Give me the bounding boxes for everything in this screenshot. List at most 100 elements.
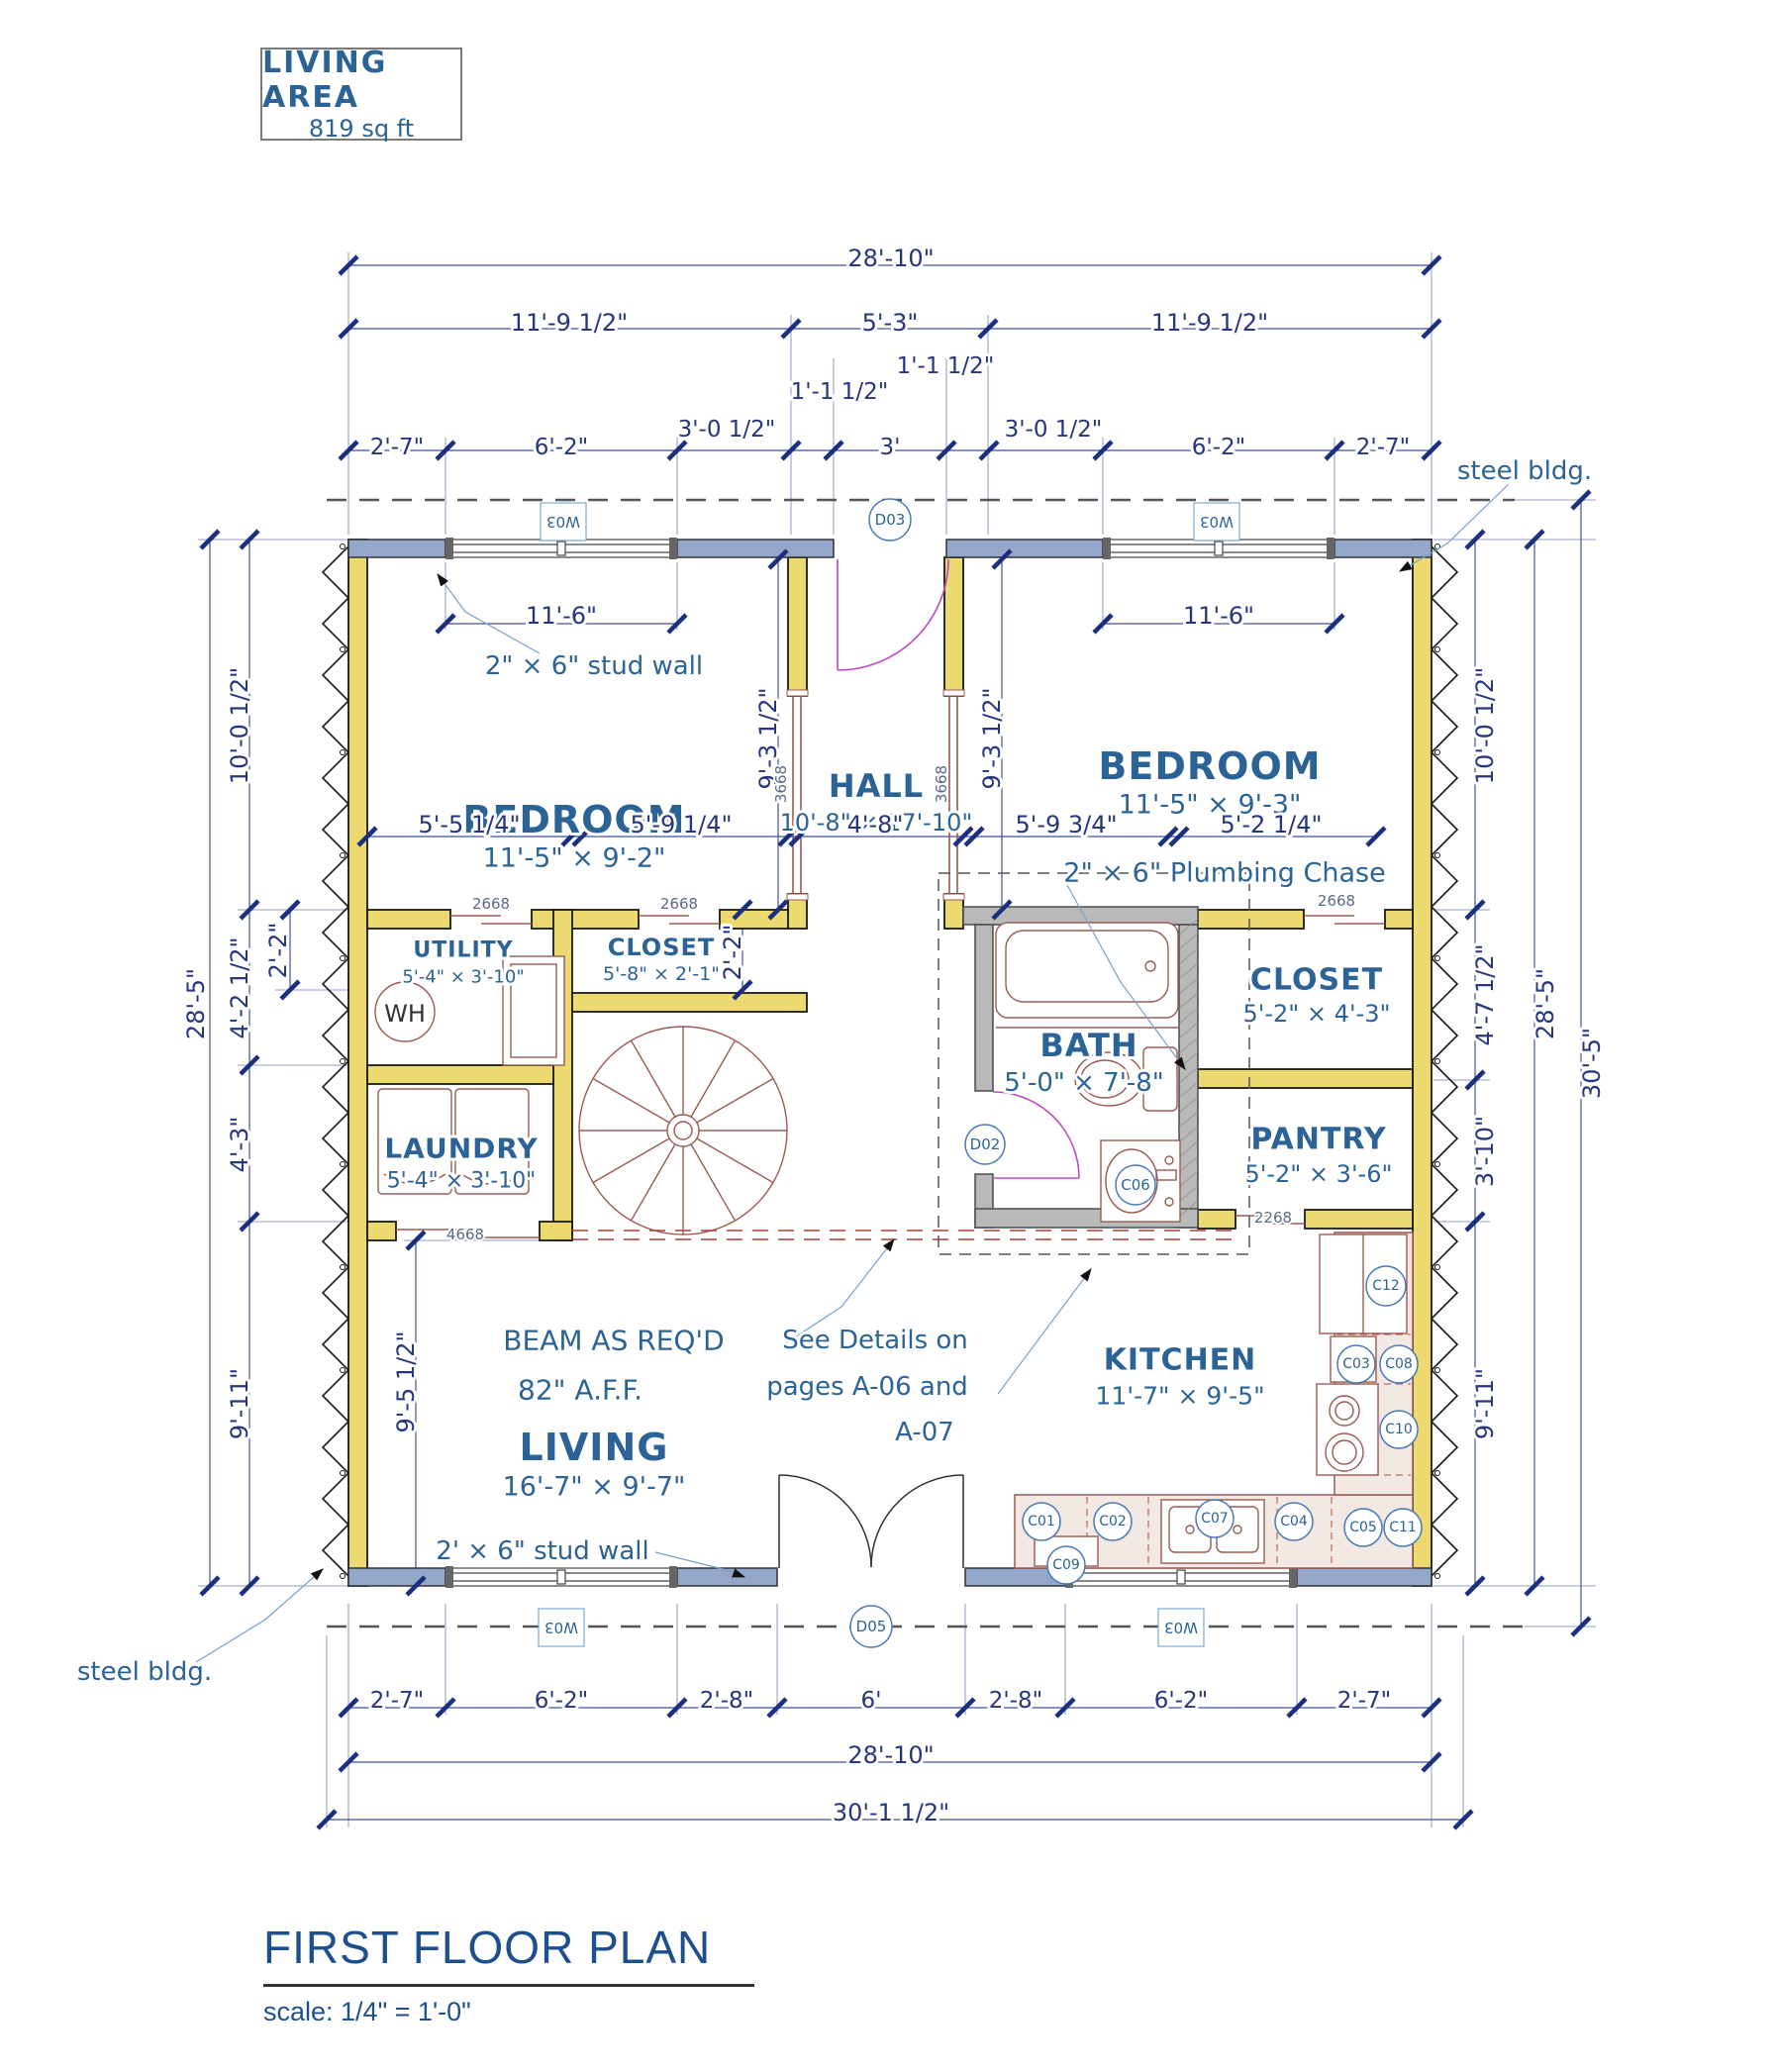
dim-bot-2-7-right: 2'-7" xyxy=(1337,1688,1391,1714)
steel-siding-zigzag xyxy=(321,543,1459,1579)
tag-w03-top-right: W03 xyxy=(1200,513,1234,531)
dim-2-2-left: 2'-2" xyxy=(264,923,292,979)
room-utility: UTILITY xyxy=(413,938,513,963)
room-pantry: PANTRY xyxy=(1250,1123,1386,1157)
dim-bot-overall: 28'-10" xyxy=(847,1741,934,1769)
dim-bot-6-2-left: 6'-2" xyxy=(535,1688,588,1714)
roomdim-closet-mid: 5'-8" × 2'-1" xyxy=(603,963,720,985)
note-steel-bldg-top: steel bldg. xyxy=(1457,456,1592,486)
note-details-line3: A-07 xyxy=(895,1418,954,1447)
note-plumbing-chase: 2" × 6" Plumbing Chase xyxy=(1063,858,1385,889)
tag-c06: C06 xyxy=(1121,1176,1150,1194)
dim-bot-6: 6' xyxy=(861,1688,882,1714)
room-closet-mid: CLOSET xyxy=(608,934,716,961)
tag-c01: C01 xyxy=(1028,1514,1055,1529)
note-details-line2: pages A-06 and xyxy=(766,1372,968,1402)
dim-bot-2-8-right: 2'-8" xyxy=(989,1688,1042,1714)
dim-9-11-right: 9'-11" xyxy=(1471,1368,1499,1439)
dim-10-0-right: 10'-0 1/2" xyxy=(1471,667,1499,784)
roomdim-kitchen: 11'-7" × 9'-5" xyxy=(1095,1382,1264,1411)
dim-11-6-left: 11'-6" xyxy=(526,602,597,630)
opening-2668-closet: 2668 xyxy=(660,895,698,913)
opening-2668-closet-right: 2668 xyxy=(1318,892,1355,910)
tag-d03: D03 xyxy=(875,511,906,529)
dim-10-0-left: 10'-0 1/2" xyxy=(226,667,253,784)
dim-4-2-left: 4'-2 1/2" xyxy=(226,937,253,1038)
dim-9-3-right: 9'-3 1/2" xyxy=(978,687,1006,789)
living-area-title: LIVING AREA xyxy=(262,46,388,115)
dim-4-7-right: 4'-7 1/2" xyxy=(1471,943,1499,1045)
dim-4-8: 4'-8" xyxy=(847,811,904,839)
dim-bot-2-7-left: 2'-7" xyxy=(370,1688,424,1714)
door-window-tags xyxy=(538,498,1423,1648)
tag-c04: C04 xyxy=(1280,1514,1308,1529)
roomdim-laundry: 5'-4" × 3'-10" xyxy=(387,1169,537,1194)
dim-top-11-9-left: 11'-9 1/2" xyxy=(511,309,628,337)
note-details-line1: See Details on xyxy=(782,1326,968,1355)
dim-bot-6-2-right: 6'-2" xyxy=(1154,1688,1208,1714)
dim-top-1-1-left: 1'-1 1/2" xyxy=(791,379,889,405)
dim-9-3-left: 9'-3 1/2" xyxy=(754,687,782,789)
dim-top-2-7-right: 2'-7" xyxy=(1356,435,1410,460)
note-beam-line1: BEAM AS REQ'D xyxy=(503,1325,724,1357)
plumbing-detail-boundary xyxy=(938,872,1250,1255)
dim-3-10-right: 3'-10" xyxy=(1471,1116,1499,1187)
tag-c11: C11 xyxy=(1389,1520,1417,1535)
steel-building-lines xyxy=(327,498,1525,1628)
note-steel-bldg-bottom: steel bldg. xyxy=(77,1657,212,1687)
opening-3668-right: 3668 xyxy=(933,765,950,803)
dim-2-2-closet: 2'-2" xyxy=(719,925,746,981)
dim-9-11-left: 9'-11" xyxy=(226,1368,253,1439)
dashed-overlays xyxy=(572,872,1250,1255)
dimension-lines xyxy=(209,264,1582,1821)
dim-5-2-quarter: 5'-2 1/4" xyxy=(1220,811,1322,839)
tag-c09: C09 xyxy=(1052,1557,1080,1573)
dim-4-3-left: 4'-3" xyxy=(226,1117,253,1173)
doors xyxy=(396,558,1385,1568)
roomdim-living: 16'-7" × 9'-7" xyxy=(503,1472,686,1503)
roomdim-bedroom-left: 11'-5" × 9'-2" xyxy=(483,843,666,874)
tag-w03-bottom-right: W03 xyxy=(1164,1619,1198,1636)
room-living: LIVING xyxy=(520,1426,669,1469)
note-beam-line2: 82" A.F.F. xyxy=(518,1374,642,1407)
dim-top-3-0-right: 3'-0 1/2" xyxy=(1005,417,1103,443)
tag-d05: D05 xyxy=(856,1618,887,1635)
dim-top-3-0-left: 3'-0 1/2" xyxy=(678,417,776,443)
dim-11-6-right: 11'-6" xyxy=(1183,602,1254,630)
dimension-ticks xyxy=(199,254,1592,1830)
tag-c05: C05 xyxy=(1349,1520,1377,1535)
labels-layer: 28'-10"11'-9 1/2"5'-3"11'-9 1/2"1'-1 1/2… xyxy=(74,242,1609,1829)
tag-c10: C10 xyxy=(1385,1422,1413,1437)
roomdim-bath: 5'-0" × 7'-8" xyxy=(1004,1068,1163,1098)
roomdim-bedroom-right: 11'-5" × 9'-3" xyxy=(1119,790,1302,821)
room-laundry: LAUNDRY xyxy=(384,1133,538,1165)
dim-top-5-3: 5'-3" xyxy=(862,309,919,337)
dim-top-6-2-right: 6'-2" xyxy=(1192,435,1245,460)
sheet-title: FIRST FLOOR PLAN xyxy=(263,1921,754,1987)
dim-5-9-three-quarter: 5'-9 3/4" xyxy=(1015,811,1117,839)
dim-top-2-7-left: 2'-7" xyxy=(370,435,424,460)
dim-top-overall: 28'-10" xyxy=(847,245,934,272)
tag-w03-top-left: W03 xyxy=(546,513,580,531)
leader-arrows xyxy=(195,483,1510,1663)
dim-bot-2-8-left: 2'-8" xyxy=(700,1688,753,1714)
dim-9-5-living: 9'-5 1/2" xyxy=(392,1331,420,1432)
room-bath: BATH xyxy=(1039,1027,1137,1064)
tag-c03: C03 xyxy=(1342,1356,1370,1372)
room-kitchen: KITCHEN xyxy=(1104,1343,1257,1378)
dim-30-5-right: 30'-5" xyxy=(1578,1028,1606,1099)
windows xyxy=(444,538,1335,1588)
room-hall: HALL xyxy=(829,767,924,805)
dim-top-6-2-left: 6'-2" xyxy=(535,435,588,460)
room-closet-right: CLOSET xyxy=(1250,963,1383,998)
note-stud-wall-top: 2" × 6" stud wall xyxy=(485,651,703,681)
tag-w03-bottom-left: W03 xyxy=(544,1619,578,1636)
roomdim-pantry: 5'-2" × 3'-6" xyxy=(1244,1160,1392,1188)
tag-c02: C02 xyxy=(1099,1514,1127,1529)
living-area-value: 819 sq ft xyxy=(308,115,415,143)
room-bedroom-left: BEDROOM xyxy=(462,798,685,841)
opening-2668-utility: 2668 xyxy=(472,895,510,913)
opening-2268: 2268 xyxy=(1254,1209,1292,1227)
dim-28-5-left: 28'-5" xyxy=(182,968,210,1039)
note-stud-wall-bottom: 2' × 6" stud wall xyxy=(436,1536,648,1566)
